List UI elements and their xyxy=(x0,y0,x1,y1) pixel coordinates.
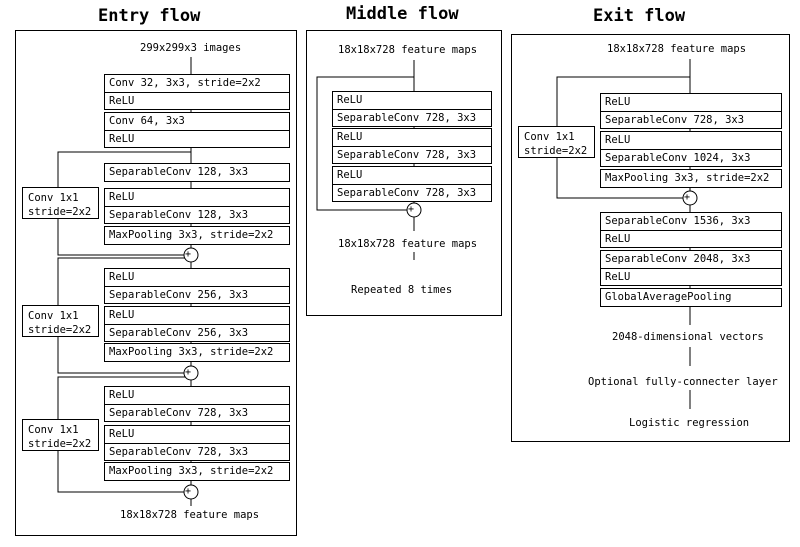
entry-add-node-3 xyxy=(183,484,199,500)
entry-conv64-block: Conv 64, 3x3 ReLU xyxy=(104,112,290,148)
exit-block-1-line-2: SeparableConv 728, 3x3 xyxy=(601,111,781,128)
entry-block-7-line-2: SeparableConv 256, 3x3 xyxy=(105,324,289,341)
exit-optional-fc-label: Optional fully-connecter layer xyxy=(588,376,778,388)
entry-block-4-line-1: ReLU xyxy=(109,191,135,203)
entry-block-2-line-2: ReLU xyxy=(105,130,289,147)
entry-block-4-line-2: SeparableConv 128, 3x3 xyxy=(105,206,289,223)
entry-block-7-line-1: ReLU xyxy=(109,309,135,321)
middle-block-1-line-2: SeparableConv 728, 3x3 xyxy=(333,109,491,126)
entry-add-symbol-2: + xyxy=(185,367,192,378)
entry-sepconv256-block-2: ReLU SeparableConv 256, 3x3 xyxy=(104,306,290,342)
entry-block-8-line-1: MaxPooling 3x3, stride=2x2 xyxy=(109,346,274,358)
entry-add-node-1 xyxy=(183,247,199,263)
middle-block-2-line-1: ReLU xyxy=(337,131,363,143)
entry-sepconv728-block-1: ReLU SeparableConv 728, 3x3 xyxy=(104,386,290,422)
middle-add-symbol: + xyxy=(408,204,415,215)
entry-maxpool-block-3: MaxPooling 3x3, stride=2x2 xyxy=(104,462,290,481)
exit-sepconv728-block: ReLU SeparableConv 728, 3x3 xyxy=(600,93,782,129)
entry-input-label: 299x299x3 images xyxy=(140,42,242,54)
exit-block-5-line-1: SeparableConv 2048, 3x3 xyxy=(605,253,751,265)
entry-block-11-line-1: MaxPooling 3x3, stride=2x2 xyxy=(109,465,274,477)
exit-add-symbol: + xyxy=(684,192,691,203)
exit-sepconv2048-block: SeparableConv 2048, 3x3 ReLU xyxy=(600,250,782,286)
entry-block-1-line-2: ReLU xyxy=(105,92,289,109)
exit-block-4-line-2: ReLU xyxy=(601,230,781,247)
entry-block-1-line-1: Conv 32, 3x3, stride=2x2 xyxy=(109,77,261,89)
exit-skip-conv: Conv 1x1 stride=2x2 xyxy=(518,126,595,158)
entry-add-node-2 xyxy=(183,365,199,381)
entry-block-3-line-1: SeparableConv 128, 3x3 xyxy=(109,166,249,178)
middle-add-node xyxy=(406,202,422,218)
entry-output-label: 18x18x728 feature maps xyxy=(120,509,260,521)
entry-skip-conv-2: Conv 1x1 stride=2x2 xyxy=(22,305,99,337)
entry-skip-conv-1: Conv 1x1 stride=2x2 xyxy=(22,187,99,219)
entry-block-9-line-2: SeparableConv 728, 3x3 xyxy=(105,404,289,421)
entry-maxpool-block-1: MaxPooling 3x3, stride=2x2 xyxy=(104,226,290,245)
entry-block-6-line-2: SeparableConv 256, 3x3 xyxy=(105,286,289,303)
middle-sepconv728-block-2: ReLU SeparableConv 728, 3x3 xyxy=(332,128,492,164)
entry-block-5-line-1: MaxPooling 3x3, stride=2x2 xyxy=(109,229,274,241)
entry-add-symbol-3: + xyxy=(185,486,192,497)
exit-sepconv1024-block: ReLU SeparableConv 1024, 3x3 xyxy=(600,131,782,167)
entry-block-9-line-1: ReLU xyxy=(109,389,135,401)
entry-block-10-line-1: ReLU xyxy=(109,428,135,440)
entry-block-6-line-1: ReLU xyxy=(109,271,135,283)
exit-block-3-line-1: MaxPooling 3x3, stride=2x2 xyxy=(605,172,770,184)
exit-vectors-label: 2048-dimensional vectors xyxy=(612,331,764,343)
middle-output-label: 18x18x728 feature maps xyxy=(338,238,478,250)
middle-repeat-note: Repeated 8 times xyxy=(351,284,453,296)
exit-block-5-line-2: ReLU xyxy=(601,268,781,285)
exit-sepconv1536-block: SeparableConv 1536, 3x3 ReLU xyxy=(600,212,782,248)
exit-block-2-line-1: ReLU xyxy=(605,134,631,146)
entry-relu-sepconv128-block: ReLU SeparableConv 128, 3x3 xyxy=(104,188,290,224)
entry-conv32-block: Conv 32, 3x3, stride=2x2 ReLU xyxy=(104,74,290,110)
entry-flow-title: Entry flow xyxy=(98,6,201,26)
exit-logistic-label: Logistic regression xyxy=(629,417,750,429)
middle-block-3-line-1: ReLU xyxy=(337,169,363,181)
exit-global-average-pooling-block: GlobalAveragePooling xyxy=(600,288,782,307)
entry-sepconv256-block-1: ReLU SeparableConv 256, 3x3 xyxy=(104,268,290,304)
entry-sepconv728-block-2: ReLU SeparableConv 728, 3x3 xyxy=(104,425,290,461)
exit-maxpool-block: MaxPooling 3x3, stride=2x2 xyxy=(600,169,782,188)
exit-flow-title: Exit flow xyxy=(593,6,686,26)
exit-block-6-line-1: GlobalAveragePooling xyxy=(605,291,732,303)
middle-input-label: 18x18x728 feature maps xyxy=(338,44,478,56)
middle-sepconv728-block-3: ReLU SeparableConv 728, 3x3 xyxy=(332,166,492,202)
middle-block-2-line-2: SeparableConv 728, 3x3 xyxy=(333,146,491,163)
entry-block-10-line-2: SeparableConv 728, 3x3 xyxy=(105,443,289,460)
entry-block-2-line-1: Conv 64, 3x3 xyxy=(109,115,185,127)
exit-block-4-line-1: SeparableConv 1536, 3x3 xyxy=(605,215,751,227)
middle-flow-title: Middle flow xyxy=(346,4,459,24)
middle-block-3-line-2: SeparableConv 728, 3x3 xyxy=(333,184,491,201)
entry-skip-conv-3: Conv 1x1 stride=2x2 xyxy=(22,419,99,451)
exit-add-node xyxy=(682,190,698,206)
exit-block-2-line-2: SeparableConv 1024, 3x3 xyxy=(601,149,781,166)
middle-block-1-line-1: ReLU xyxy=(337,94,363,106)
entry-maxpool-block-2: MaxPooling 3x3, stride=2x2 xyxy=(104,343,290,362)
exit-input-label: 18x18x728 feature maps xyxy=(607,43,747,55)
middle-sepconv728-block-1: ReLU SeparableConv 728, 3x3 xyxy=(332,91,492,127)
entry-add-symbol-1: + xyxy=(185,249,192,260)
entry-sepconv128-block: SeparableConv 128, 3x3 xyxy=(104,163,290,182)
exit-block-1-line-1: ReLU xyxy=(605,96,631,108)
